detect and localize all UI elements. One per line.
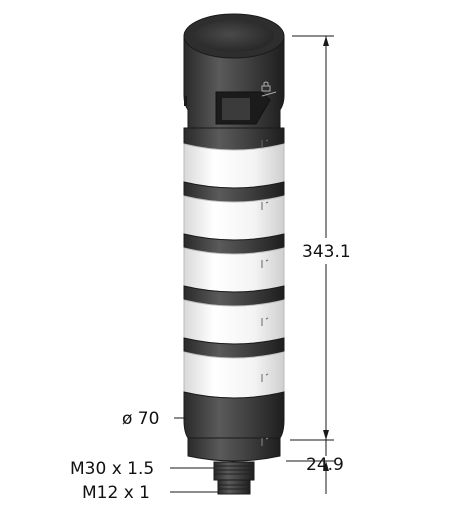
lock-icon: [261, 81, 271, 92]
tower-base: [183, 391, 285, 495]
threaded-connector: [213, 461, 255, 495]
dimension-thread-main: M30 x 1.5: [70, 459, 214, 479]
light-module-4: [183, 299, 285, 359]
thread-main-label: M30 x 1.5: [70, 459, 154, 479]
tower-body: [183, 127, 285, 399]
thread-connector-label: M12 x 1: [82, 483, 150, 503]
light-module-3: [183, 247, 285, 307]
dimension-thread-connector: M12 x 1: [82, 483, 218, 503]
height-base-label: 24.9: [306, 455, 344, 475]
diameter-label: ø 70: [122, 409, 159, 429]
light-module-5: [183, 351, 285, 399]
dimension-height-total: 343.1: [290, 35, 364, 441]
light-module-2: [183, 195, 285, 255]
dimension-diameter: ø 70: [122, 409, 186, 429]
height-total-label: 343.1: [302, 242, 351, 262]
dimension-height-base: 24.9: [286, 440, 344, 494]
light-module-1: [183, 139, 285, 203]
tower-head: [183, 13, 285, 129]
